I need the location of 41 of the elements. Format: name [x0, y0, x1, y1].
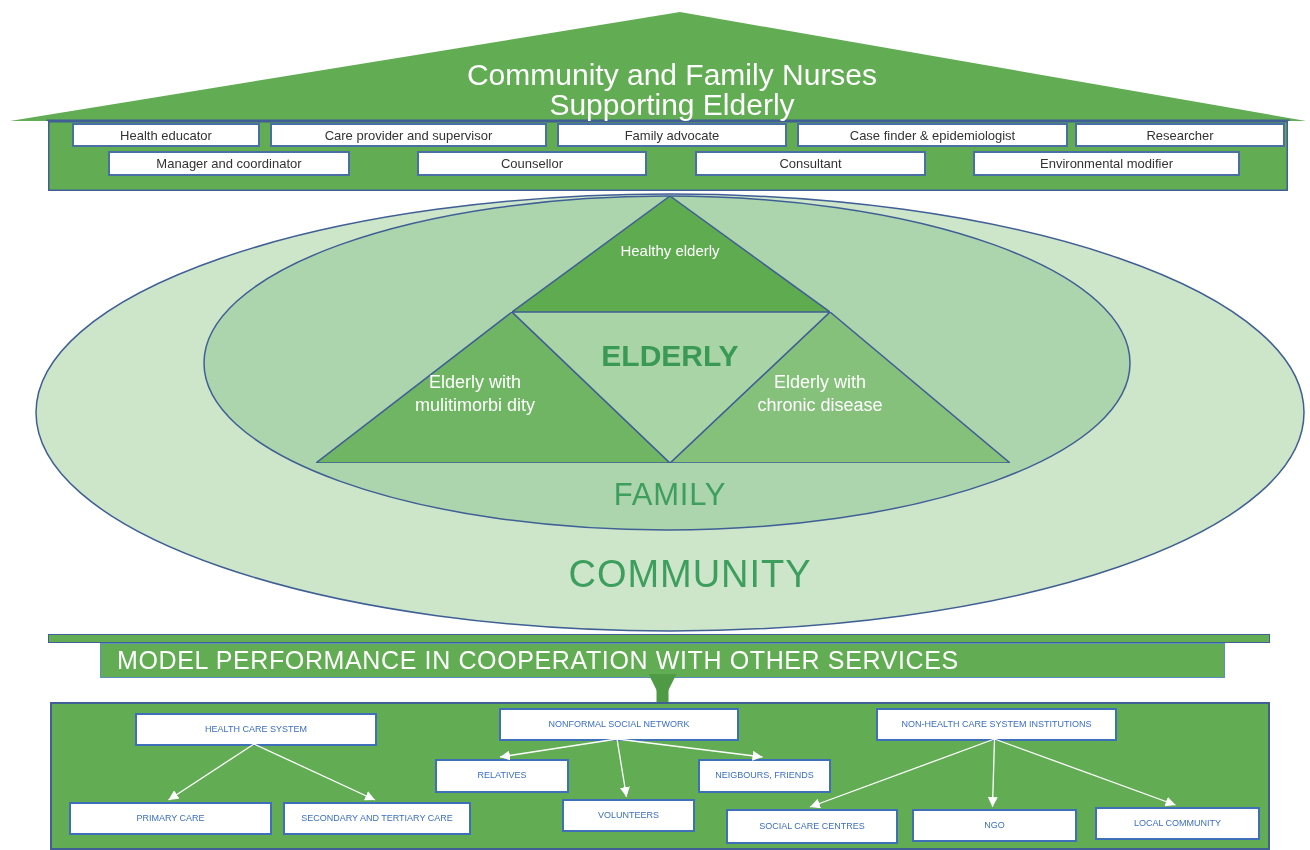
service-box: RELATIVES: [435, 759, 569, 793]
arrow: [253, 743, 376, 801]
arrow: [616, 738, 630, 798]
arrow: [499, 738, 618, 761]
service-box: HEALTH CARE SYSTEM: [135, 713, 377, 746]
role-box: Environmental modifier: [973, 151, 1240, 176]
service-box: SOCIAL CARE CENTRES: [726, 809, 898, 844]
role-box: Health educator: [72, 123, 260, 147]
role-box: Family advocate: [557, 123, 787, 147]
service-box: NON-HEALTH CARE SYSTEM INSTITUTIONS: [876, 708, 1117, 741]
service-box: VOLUNTEERS: [562, 799, 695, 832]
role-box: Counsellor: [417, 151, 647, 176]
arrow: [648, 674, 677, 702]
arrow: [987, 738, 998, 808]
role-box: Consultant: [695, 151, 926, 176]
services-panel: [50, 702, 1270, 850]
arrow: [809, 738, 996, 809]
segment-label: Elderly with mulitimorbi dity: [414, 371, 536, 416]
title-text: Community and Family Nurses Supporting Elderly: [465, 60, 879, 120]
segment-label: Elderly with chronic disease: [756, 371, 884, 416]
ellipse-label: COMMUNITY: [567, 552, 813, 597]
cooperation-banner: MODEL PERFORMANCE IN COOPERATION WITH OTHER SERVICES: [100, 643, 1225, 678]
center-label: ELDERLY: [600, 338, 740, 374]
service-box: PRIMARY CARE: [69, 802, 272, 835]
family-ellipse: [203, 195, 1131, 531]
role-box: Researcher: [1075, 123, 1285, 147]
service-box: NGO: [912, 809, 1077, 842]
arrow: [167, 743, 255, 801]
service-box: LOCAL COMMUNITY: [1095, 807, 1260, 840]
community-ellipse: [35, 193, 1305, 632]
service-box: NONFORMAL SOCIAL NETWORK: [499, 708, 739, 741]
arrow: [993, 738, 1177, 807]
segment-label: Healthy elderly: [619, 242, 721, 261]
role-box: Case finder & epidemiologist: [797, 123, 1068, 147]
role-box: Manager and coordinator: [108, 151, 350, 176]
triangle-segment: [512, 196, 830, 312]
role-box: Care provider and supervisor: [270, 123, 547, 147]
ellipse-label: FAMILY: [612, 476, 728, 514]
arrow: [616, 738, 764, 761]
service-box: NEIGBOURS, FRIENDS: [698, 759, 831, 793]
service-box: SECONDARY AND TERTIARY CARE: [283, 802, 471, 835]
